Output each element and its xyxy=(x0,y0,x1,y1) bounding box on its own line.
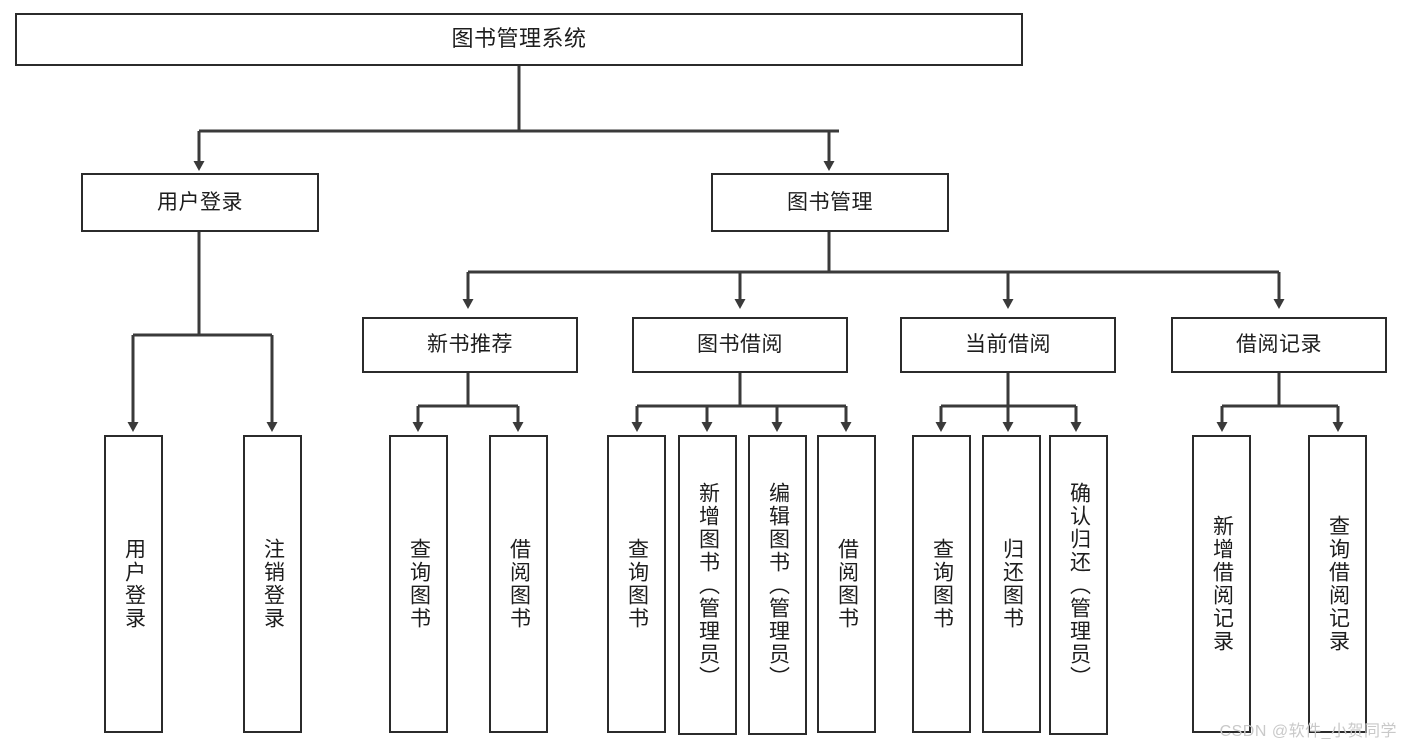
leaf-edit-book[interactable]: 编辑图书（管理员） xyxy=(748,435,807,735)
node-label: 查询借阅记录 xyxy=(1326,515,1350,653)
node-label: 图书管理 xyxy=(787,190,873,214)
node-label: 用户登录 xyxy=(157,190,243,214)
node-current-borrow[interactable]: 当前借阅 xyxy=(900,317,1116,373)
node-label: 归还图书 xyxy=(1000,538,1024,630)
node-label: 用户登录 xyxy=(122,538,146,630)
node-label: 借阅图书 xyxy=(507,538,531,630)
csdn-watermark: CSDN @软件_小贺同学 xyxy=(1219,723,1397,740)
node-root-system[interactable]: 图书管理系统 xyxy=(15,13,1023,66)
leaf-add-borrow-record[interactable]: 新增借阅记录 xyxy=(1192,435,1251,733)
node-label: 查询图书 xyxy=(625,538,649,630)
node-label: 确认归还（管理员） xyxy=(1067,481,1091,689)
leaf-query-book-borrow[interactable]: 查询图书 xyxy=(607,435,666,733)
node-label: 查询图书 xyxy=(407,538,431,630)
node-book-borrow[interactable]: 图书借阅 xyxy=(632,317,848,373)
node-label: 查询图书 xyxy=(930,538,954,630)
node-label: 新增图书（管理员） xyxy=(696,481,720,689)
leaf-user-login[interactable]: 用户登录 xyxy=(104,435,163,733)
node-label: 借阅记录 xyxy=(1236,333,1322,357)
node-label: 注销登录 xyxy=(261,538,285,630)
node-label: 编辑图书（管理员） xyxy=(766,481,790,689)
node-user-login[interactable]: 用户登录 xyxy=(81,173,319,232)
node-new-book-recommend[interactable]: 新书推荐 xyxy=(362,317,578,373)
node-label: 新增借阅记录 xyxy=(1210,515,1234,653)
node-label: 图书借阅 xyxy=(697,333,783,357)
leaf-query-book-current[interactable]: 查询图书 xyxy=(912,435,971,733)
leaf-borrow-book-recommend[interactable]: 借阅图书 xyxy=(489,435,548,733)
leaf-query-borrow-record[interactable]: 查询借阅记录 xyxy=(1308,435,1367,733)
node-borrow-record[interactable]: 借阅记录 xyxy=(1171,317,1387,373)
node-label: 新书推荐 xyxy=(427,333,513,357)
node-label: 当前借阅 xyxy=(965,333,1051,357)
leaf-user-logout[interactable]: 注销登录 xyxy=(243,435,302,733)
leaf-borrow-book[interactable]: 借阅图书 xyxy=(817,435,876,733)
leaf-return-book[interactable]: 归还图书 xyxy=(982,435,1041,733)
leaf-confirm-return[interactable]: 确认归还（管理员） xyxy=(1049,435,1108,735)
leaf-query-book-recommend[interactable]: 查询图书 xyxy=(389,435,448,733)
node-book-management[interactable]: 图书管理 xyxy=(711,173,949,232)
node-label: 借阅图书 xyxy=(835,538,859,630)
leaf-add-book[interactable]: 新增图书（管理员） xyxy=(678,435,737,735)
node-label: 图书管理系统 xyxy=(451,26,587,52)
